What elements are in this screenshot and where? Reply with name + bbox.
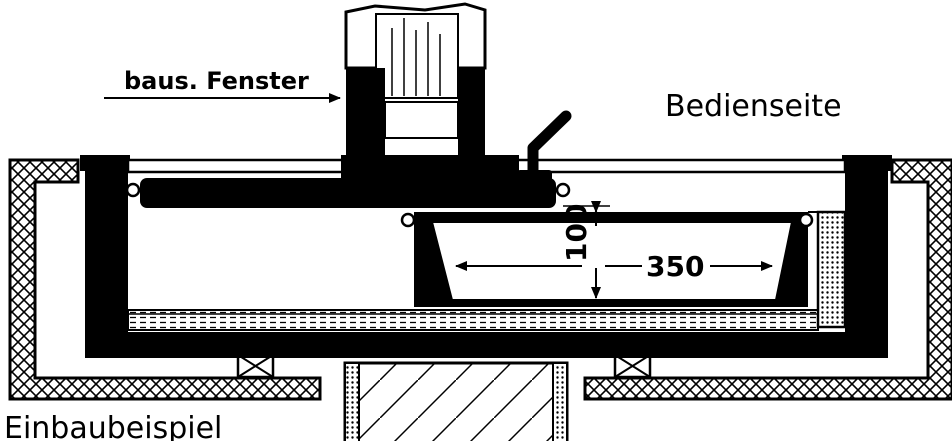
operator-side-label: Bedienseite bbox=[665, 89, 842, 124]
frame-wall-left bbox=[8, 158, 322, 401]
dimension-width-value: 350 bbox=[646, 250, 704, 283]
dimension-height bbox=[563, 201, 610, 299]
dimension-height-value: 100 bbox=[560, 204, 593, 262]
sliding-tray bbox=[125, 155, 571, 208]
handle bbox=[517, 110, 572, 184]
cabinet-floor-insulation bbox=[127, 309, 819, 331]
window-label: baus. Fenster bbox=[124, 67, 309, 95]
support-column bbox=[343, 361, 569, 441]
basin bbox=[400, 211, 818, 307]
spacer-right bbox=[613, 353, 652, 379]
caption-label: Einbaubeispiel bbox=[4, 411, 222, 441]
building-window bbox=[344, 2, 487, 155]
side-insulation bbox=[816, 210, 847, 329]
spacer-left bbox=[236, 353, 275, 379]
